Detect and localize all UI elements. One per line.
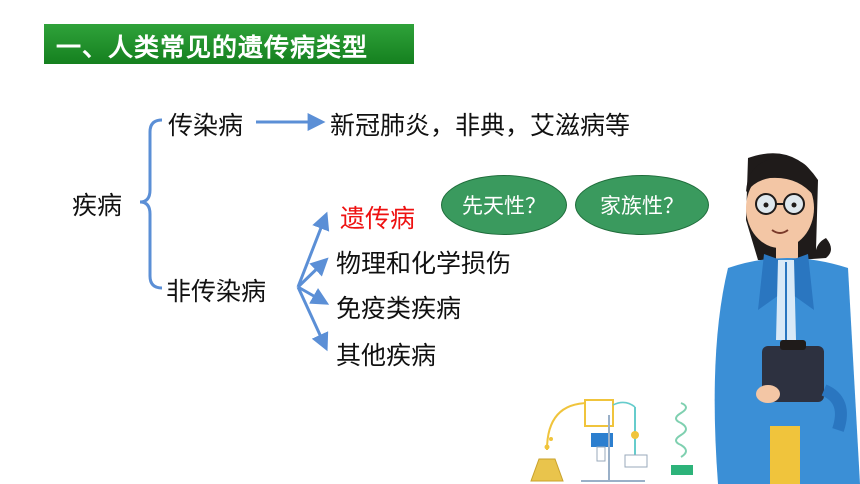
child-genetic-disease: 遗传病 [340, 204, 416, 233]
arrow-other [296, 286, 329, 352]
non-infectious-label: 非传染病 [166, 277, 267, 306]
bubble-congenital: 先天性？ [441, 175, 567, 235]
arrow-physical [296, 257, 329, 289]
arrow-immune [297, 285, 330, 305]
child-physical-chemical-injury: 物理和化学损伤 [336, 249, 512, 278]
root-brace [139, 118, 163, 290]
infectious-label: 传染病 [168, 111, 244, 140]
bubble-familial-label: 家族性？ [600, 194, 684, 218]
page-title: 一、人类常见的遗传病类型 [56, 33, 369, 62]
root-label: 疾病 [72, 191, 123, 220]
scientist-illustration [714, 153, 860, 484]
arrow-genetic [296, 211, 330, 288]
child-other-disease: 其他疾病 [336, 341, 437, 370]
bubble-familial: 家族性？ [575, 175, 709, 235]
child-immune-disease: 免疫类疾病 [336, 294, 462, 323]
title-banner: 一、人类常见的遗传病类型 [44, 24, 414, 64]
bubble-congenital-label: 先天性？ [462, 194, 546, 218]
infectious-examples: 新冠肺炎，非典，艾滋病等 [330, 111, 631, 140]
lab-equipment-illustration [530, 399, 693, 482]
